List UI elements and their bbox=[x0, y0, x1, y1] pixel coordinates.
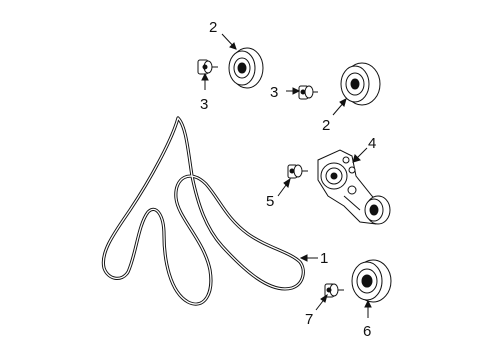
leader-lines bbox=[201, 33, 372, 318]
callout-idler-right: 2 bbox=[322, 117, 330, 134]
callout-pulley-bottom: 6 bbox=[363, 323, 371, 340]
tensioner-bolt bbox=[287, 164, 308, 179]
idler-pulley-top bbox=[228, 47, 264, 89]
idler-pulley-right bbox=[340, 62, 381, 106]
callout-belt: 1 bbox=[320, 250, 328, 267]
bolt-mid bbox=[298, 85, 318, 100]
bolt-top bbox=[197, 59, 218, 75]
callout-tensioner: 4 bbox=[368, 135, 376, 152]
callout-bolt-bottom: 7 bbox=[305, 311, 313, 328]
callout-bolt-mid: 3 bbox=[270, 84, 278, 101]
bolt-bottom bbox=[324, 283, 344, 298]
pulley-bottom bbox=[351, 259, 392, 303]
callout-tensioner-bolt: 5 bbox=[266, 193, 274, 210]
callout-idler-top: 2 bbox=[209, 19, 217, 36]
serpentine-belt bbox=[101, 116, 305, 306]
belt-tensioner bbox=[317, 149, 391, 225]
callout-bolt-top: 3 bbox=[200, 96, 208, 113]
